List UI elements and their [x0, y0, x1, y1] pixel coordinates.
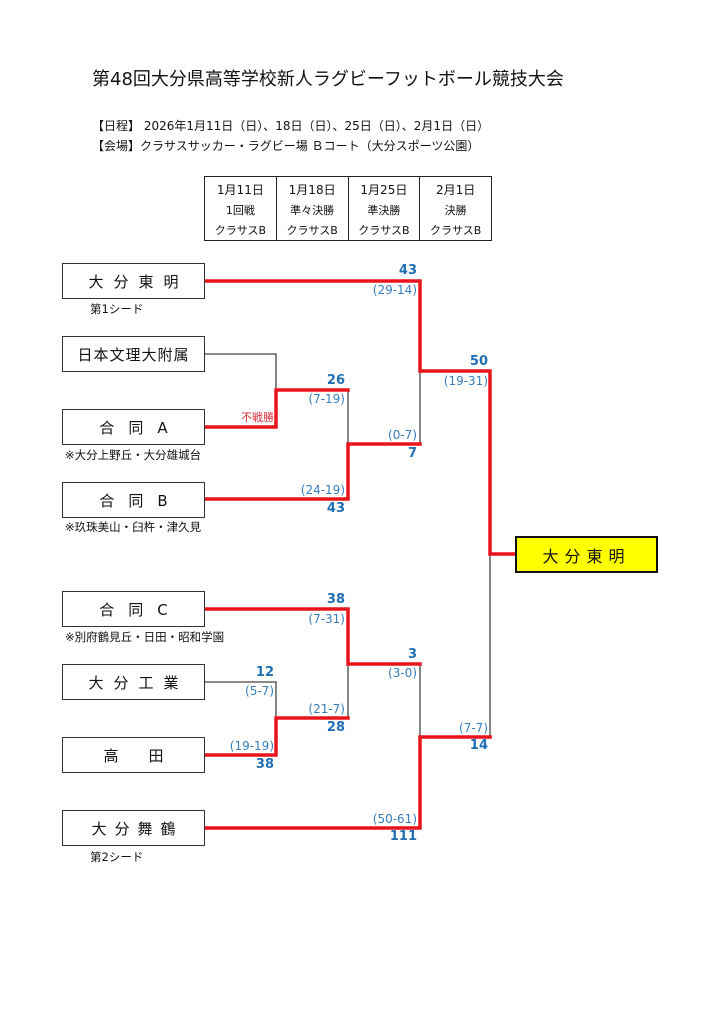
round-column-3: 1月25日 準決勝 クラサスB: [349, 177, 421, 240]
team-name: 大分舞鶴: [91, 819, 184, 838]
score-sf-a-bottom: 7: [407, 446, 417, 461]
winner-path-takada: [203, 716, 350, 757]
round-venue: クラサスB: [286, 224, 338, 237]
team-note: 第1シード: [90, 302, 144, 316]
team-box-oita-maizuru: 大分舞鶴: [62, 810, 205, 846]
bracket-line-oita-kogyo: [205, 681, 277, 718]
round-name: 決勝: [444, 204, 467, 217]
score-qf-b-bottom: 28: [326, 720, 345, 735]
team-name: 合同A: [99, 418, 182, 437]
page-title: 第48回大分県高等学校新人ラグビーフットボール競技大会: [92, 69, 564, 90]
rounds-table: 1月11日 1回戦 クラサスB 1月18日 準々決勝 クラサスB 1月25日 準…: [204, 176, 492, 241]
round-column-1: 1月11日 1回戦 クラサスB: [205, 177, 277, 240]
walkover-label: 不戦勝: [241, 411, 274, 424]
team-name: 合同C: [99, 600, 182, 619]
round-column-4: 2月1日 決勝 クラサスB: [420, 177, 491, 240]
halves-qf-b-bottom: (21-7): [308, 702, 345, 716]
halves-sf-a-bottom: (0-7): [388, 428, 417, 442]
venue-line: 【会場】クラサスサッカー・ラグビー場 Ｂコート（大分スポーツ公園）: [92, 139, 480, 153]
schedule-line: 【日程】 2026年1月11日（日）、18日（日）、25日（日）、2月1日（日）: [92, 119, 490, 133]
round-venue: クラサスB: [214, 224, 267, 237]
round-column-2: 1月18日 準々決勝 クラサスB: [277, 177, 349, 240]
round-date: 1月18日: [288, 183, 336, 197]
score-r1-b-top: 12: [255, 665, 274, 680]
halves-qf-a-top: (7-19): [308, 392, 345, 406]
team-name: 大分工業: [88, 673, 189, 692]
round-name: 準決勝: [367, 204, 401, 217]
winner-path-godo-a: [203, 388, 350, 429]
round-venue: クラサスB: [429, 224, 482, 237]
score-final-top: 50: [469, 354, 488, 369]
score-sf-a-top: 43: [398, 263, 417, 278]
score-final-bottom: 14: [469, 738, 488, 753]
round-name: 準々決勝: [290, 204, 335, 217]
team-name: 高田: [103, 746, 194, 765]
winner-path-godo-c: [203, 607, 422, 666]
halves-final-bottom: (7-7): [459, 721, 488, 735]
winner-path-godo-b: [203, 442, 422, 501]
halves-qf-a-bottom: (24-19): [300, 483, 345, 497]
halves-sf-a-top: (29-14): [372, 283, 417, 297]
team-note: 第2シード: [90, 850, 144, 864]
score-qf-b-top: 38: [326, 592, 345, 607]
team-box-oita-kogyo: 大分工業: [62, 664, 205, 700]
score-qf-a-bottom: 43: [326, 501, 345, 516]
team-box-nihonbunri: 日本文理大附属: [62, 336, 205, 372]
halves-r1-b-bottom: (19-19): [229, 739, 274, 753]
halves-final-top: (19-31): [443, 374, 488, 388]
winner-path-oita-maizuru: [203, 735, 492, 830]
champion-name: 大分東明: [542, 546, 631, 566]
round-date: 1月25日: [360, 183, 408, 197]
score-r1-b-bottom: 38: [255, 757, 274, 772]
halves-r1-b-top: (5-7): [245, 684, 274, 698]
team-note: ※別府鶴見丘・日田・昭和学園: [65, 630, 225, 644]
score-sf-b-bottom: 111: [389, 829, 417, 844]
team-name: 合同B: [99, 491, 182, 510]
winner-path-oita-tomei: [203, 279, 517, 556]
halves-sf-b-top: (3-0): [388, 666, 417, 680]
team-note: ※玖珠美山・臼杵・津久見: [65, 520, 202, 534]
team-name: 日本文理大附属: [77, 345, 190, 364]
halves-qf-b-top: (7-31): [308, 612, 345, 626]
team-box-takada: 高田: [62, 737, 205, 773]
round-venue: クラサスB: [358, 224, 410, 237]
team-note: ※大分上野丘・大分雄城台: [65, 448, 202, 462]
team-box-oita-tomei: 大分東明: [62, 263, 205, 299]
round-date: 1月11日: [216, 183, 264, 197]
champion-box: 大分東明: [515, 536, 658, 573]
bracket-line-nihonbunri: [205, 353, 277, 390]
score-sf-b-top: 3: [407, 647, 417, 662]
halves-sf-b-bottom: (50-61): [372, 812, 417, 826]
team-box-godo-c: 合同C: [62, 591, 205, 627]
score-qf-a-top: 26: [326, 373, 345, 388]
round-name: 1回戦: [225, 204, 255, 217]
team-box-godo-b: 合同B: [62, 482, 205, 518]
team-name: 大分東明: [88, 272, 189, 291]
round-date: 2月1日: [435, 183, 476, 197]
team-box-godo-a: 合同A: [62, 409, 205, 445]
